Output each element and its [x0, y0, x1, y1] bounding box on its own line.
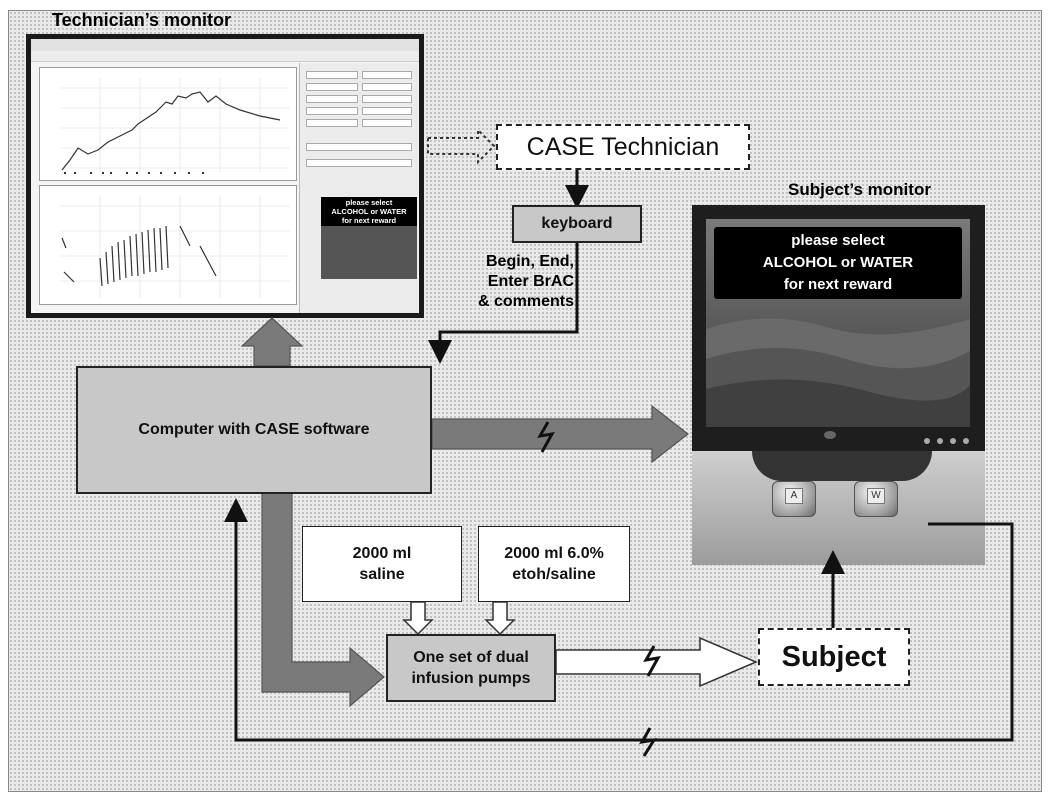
mini-toolbar — [31, 51, 419, 62]
etoh-line-2: etoh/saline — [512, 566, 596, 583]
mini-msg-line-2: ALCOHOL or WATER — [331, 207, 407, 216]
subject-monitor: please select ALCOHOL or WATER for next … — [692, 205, 985, 565]
zigzag-break-icon — [639, 727, 658, 757]
arrow-etoh-to-pumps — [484, 601, 516, 636]
arrow-saline-to-pumps — [402, 601, 434, 636]
monitor-logo-icon — [824, 431, 836, 439]
subject-node: Subject — [758, 628, 910, 686]
screen-msg-line-2: ALCOHOL or WATER — [762, 254, 914, 271]
subject-screen: please select ALCOHOL or WATER for next … — [706, 219, 970, 427]
mini-plot-rate — [39, 185, 297, 305]
saline-line-2: saline — [359, 566, 405, 583]
arrow-keyboard-to-computer — [428, 243, 579, 364]
etoh-line-1: 2000 ml 6.0% — [504, 545, 604, 562]
infusion-pumps-node: One set of dual infusion pumps — [386, 634, 556, 702]
action-line-1: Begin, End, — [486, 253, 574, 270]
action-line-3: & comments — [477, 293, 574, 310]
arrow-computer-to-tech-monitor — [240, 317, 304, 367]
technician-screen: please select ALCOHOL or WATER for next … — [31, 39, 419, 313]
case-technician-node: CASE Technician — [496, 124, 750, 170]
mini-msg-line-1: please select — [345, 198, 393, 207]
computer-node: Computer with CASE software — [76, 366, 432, 494]
arrow-computer-to-pumps — [261, 491, 385, 708]
alcohol-knob: A — [772, 481, 816, 517]
mountain-background — [706, 318, 970, 427]
water-knob-label: W — [867, 488, 885, 504]
mini-screen-message: please select ALCOHOL or WATER for next … — [321, 197, 417, 226]
screen-msg-line-1: please select — [791, 232, 885, 249]
water-knob: W — [854, 481, 898, 517]
mini-plot-brac — [39, 67, 297, 181]
keyboard-actions: Begin, End, Enter BrAC & comments — [450, 252, 574, 312]
zigzag-break-icon — [643, 645, 661, 677]
technician-monitor: please select ALCOHOL or WATER for next … — [26, 34, 424, 318]
pumps-line-1: One set of dual — [413, 649, 529, 666]
pumps-line-2: infusion pumps — [411, 670, 531, 687]
keyboard-node: keyboard — [512, 205, 642, 243]
mini-msg-line-3: for next reward — [341, 216, 397, 225]
dotted-arrow-to-technician — [427, 127, 496, 165]
subject-monitor-label: Subject’s monitor — [788, 180, 931, 199]
response-knobs-photo: A W — [692, 451, 985, 565]
alcohol-knob-label: A — [785, 488, 803, 504]
screen-msg-line-3: for next reward — [783, 276, 893, 293]
arrow-computer-to-subject-monitor — [431, 404, 689, 464]
action-line-2: Enter BrAC — [487, 273, 574, 290]
subject-screen-message: please select ALCOHOL or WATER for next … — [714, 227, 962, 299]
arrow-feedback-to-computer — [224, 498, 1014, 742]
mini-plot-brac-svg — [60, 78, 290, 174]
tech-monitor-label: Technician’s monitor — [52, 10, 232, 30]
monitor-buttons — [924, 431, 969, 449]
etoh-saline-node: 2000 ml 6.0% etoh/saline — [478, 526, 630, 602]
mini-subject-screen: please select ALCOHOL or WATER for next … — [321, 197, 417, 279]
saline-node: 2000 ml saline — [302, 526, 462, 602]
saline-line-1: 2000 ml — [352, 545, 412, 562]
mini-plot-rate-svg — [60, 196, 290, 298]
zigzag-break-icon — [537, 421, 555, 453]
